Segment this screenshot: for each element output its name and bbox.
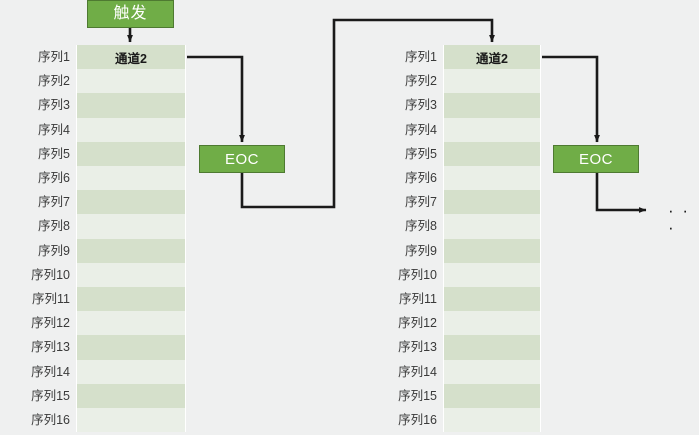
sequence-row-label: 序列15 — [31, 388, 70, 403]
channel-cell[interactable]: 通道2 — [443, 45, 541, 70]
sequence-slot-cell[interactable] — [76, 359, 186, 384]
sequence-row-label: 序列3 — [405, 98, 437, 113]
sequence-row-label: 序列16 — [398, 413, 437, 427]
sequence-slot-cell[interactable] — [76, 262, 186, 287]
arrow-table1-to-eoc1 — [187, 55, 245, 143]
sequence-slot-cell[interactable] — [76, 408, 186, 433]
sequence-row-label: 序列7 — [405, 195, 437, 210]
sequence-table-2: 序列1 通道2 序列2 序列3 序列4 序列5 序列6 序列7 序列8 序列9 序列10 序列11 序列… — [367, 45, 557, 433]
sequence-row-label: 序列14 — [398, 364, 437, 379]
sequence-row-label: 序列5 — [38, 146, 70, 161]
sequence-row-label: 序列4 — [38, 122, 70, 137]
sequence-row-label: 序列8 — [405, 219, 437, 234]
sequence-slot-cell[interactable] — [443, 117, 541, 142]
sequence-slot-cell[interactable] — [443, 383, 541, 408]
sequence-slot-cell[interactable] — [443, 190, 541, 215]
sequence-slot-cell[interactable] — [76, 287, 186, 312]
sequence-row-label: 序列6 — [38, 171, 70, 185]
sequence-slot-cell[interactable] — [76, 141, 186, 166]
sequence-row-label: 序列13 — [31, 340, 70, 355]
sequence-row-label: 序列2 — [405, 74, 437, 89]
sequence-row-label: 序列9 — [405, 243, 437, 258]
continuation-ellipsis: · · · — [668, 201, 691, 237]
sequence-slot-cell[interactable] — [76, 117, 186, 142]
sequence-slot-cell[interactable] — [443, 141, 541, 166]
sequence-slot-cell[interactable] — [443, 262, 541, 287]
sequence-slot-cell[interactable] — [76, 311, 186, 336]
trigger-label: 触发 — [113, 5, 148, 22]
trigger-box[interactable]: 触发 — [87, 0, 174, 28]
sequence-slot-cell[interactable] — [443, 238, 541, 263]
sequence-row-label: 序列15 — [398, 388, 437, 403]
sequence-row-label: 序列14 — [31, 364, 70, 379]
sequence-row-label: 序列3 — [38, 98, 70, 113]
sequence-row-label: 序列4 — [405, 122, 437, 137]
sequence-slot-cell[interactable] — [76, 69, 186, 94]
sequence-row-label: 序列16 — [31, 413, 70, 427]
sequence-table-1: 序列1 通道2 序列2 序列3 序列4 序列5 序列6 序列7 序列8 序列9 序列10 序列11 序列… — [0, 45, 190, 433]
sequence-slot-cell[interactable] — [76, 238, 186, 263]
arrow-eoc2-to-continuation — [595, 173, 647, 214]
sequence-row-label: 序列9 — [38, 243, 70, 258]
sequence-row-label: 序列10 — [398, 267, 437, 282]
sequence-row-label: 序列12 — [31, 316, 70, 331]
sequence-slot-cell[interactable] — [443, 408, 541, 433]
sequence-row-label: 序列11 — [399, 292, 437, 306]
sequence-slot-cell[interactable] — [76, 166, 186, 191]
sequence-row-label: 序列12 — [398, 316, 437, 331]
eoc-box-2[interactable]: EOC — [553, 145, 639, 173]
sequence-slot-cell[interactable] — [76, 190, 186, 215]
sequence-row-label: 序列1 — [405, 50, 437, 64]
sequence-slot-cell[interactable] — [443, 311, 541, 336]
sequence-row-label: 序列13 — [398, 340, 437, 355]
sequence-slot-cell[interactable] — [443, 287, 541, 312]
sequence-slot-cell[interactable] — [443, 335, 541, 360]
sequence-row-label: 序列8 — [38, 219, 70, 234]
sequence-slot-cell[interactable] — [76, 214, 186, 239]
sequence-row-label: 序列10 — [31, 267, 70, 282]
sequence-row-label: 序列2 — [38, 74, 70, 89]
channel-cell[interactable]: 通道2 — [76, 45, 186, 70]
sequence-row-label: 序列6 — [405, 171, 437, 185]
sequence-row-label: 序列7 — [38, 195, 70, 210]
sequence-slot-cell[interactable] — [443, 359, 541, 384]
sequence-slot-cell[interactable] — [443, 214, 541, 239]
sequence-row-label: 序列5 — [405, 146, 437, 161]
sequence-slot-cell[interactable] — [443, 69, 541, 94]
eoc-box-1[interactable]: EOC — [199, 145, 285, 173]
sequence-slot-cell[interactable] — [76, 335, 186, 360]
sequence-slot-cell[interactable] — [443, 166, 541, 191]
sequence-row-label: 序列11 — [32, 292, 70, 306]
sequence-slot-cell[interactable] — [76, 93, 186, 118]
eoc-label: EOC — [224, 150, 259, 168]
sequence-slot-cell[interactable] — [76, 383, 186, 408]
sequence-slot-cell[interactable] — [443, 93, 541, 118]
eoc-label: EOC — [578, 150, 613, 168]
sequence-row-label: 序列1 — [38, 50, 70, 64]
